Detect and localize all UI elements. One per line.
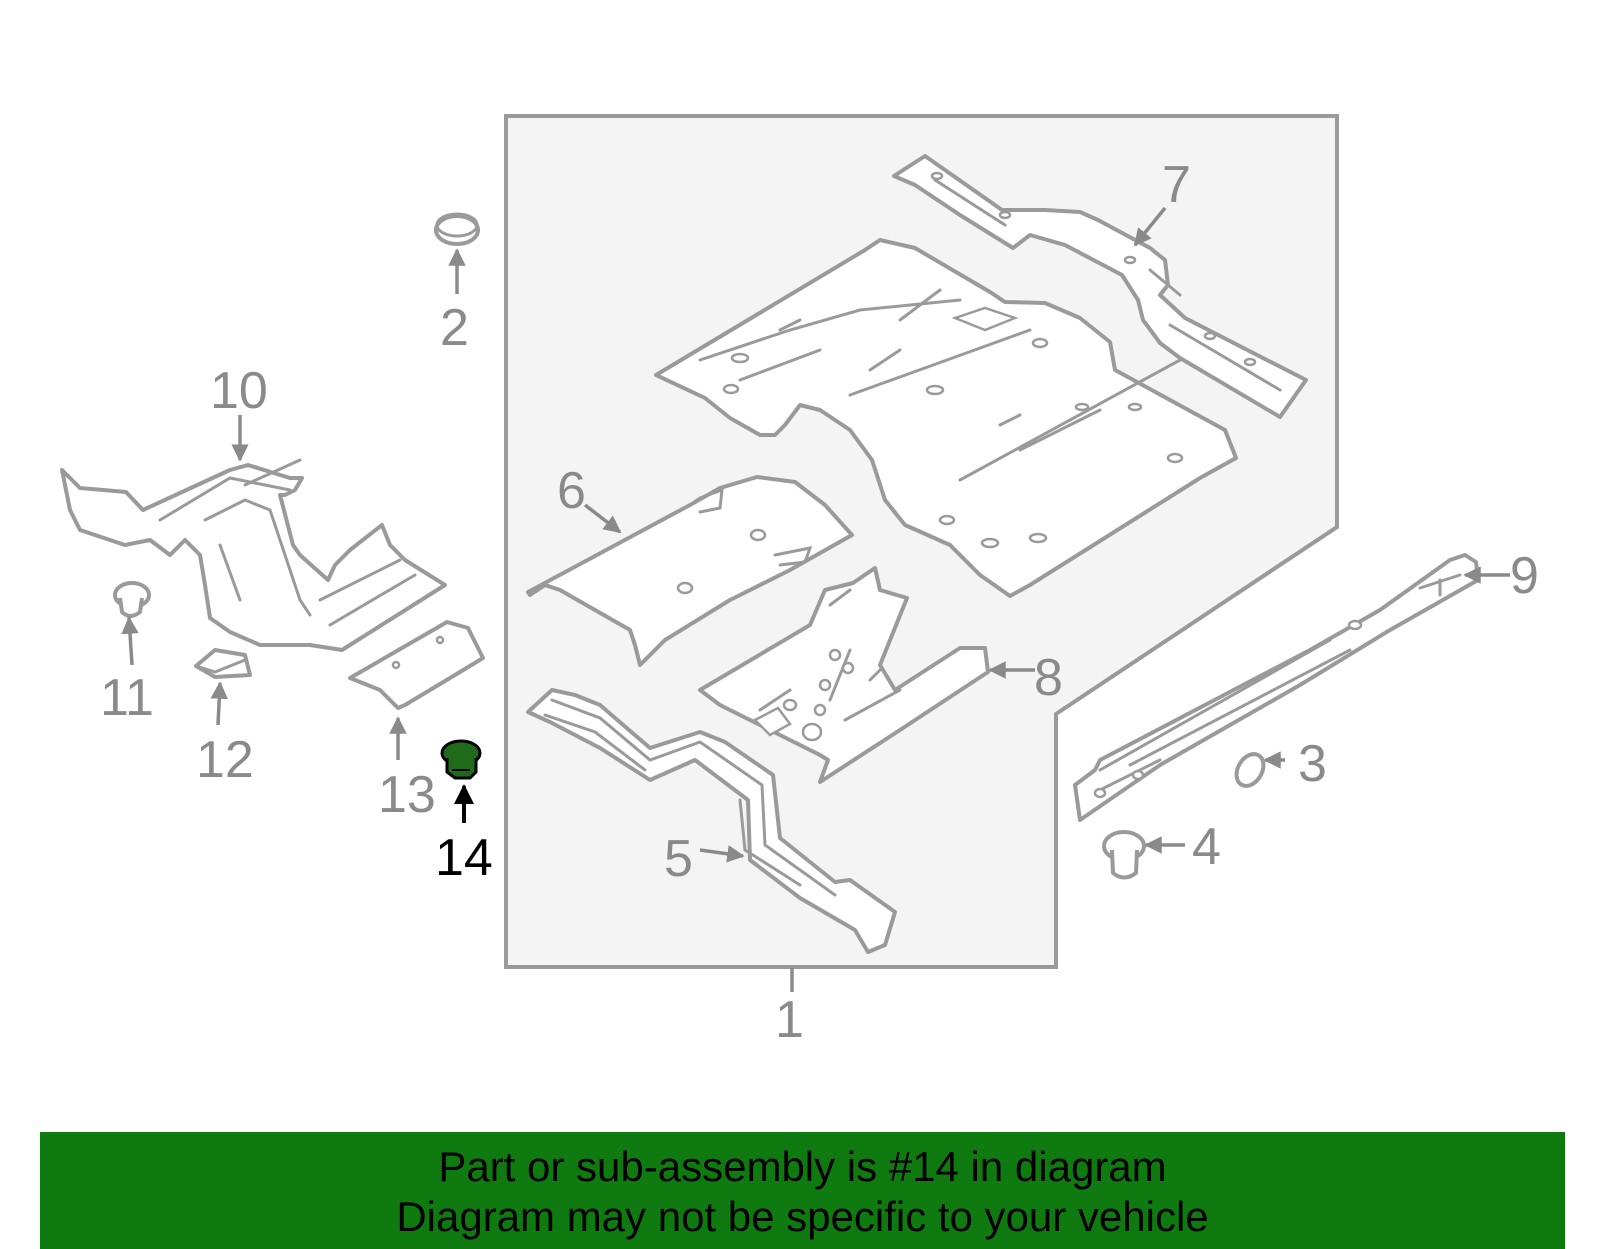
banner-line-1: Part or sub-assembly is #14 in diagram — [438, 1143, 1167, 1190]
callout-3: 3 — [1298, 735, 1327, 793]
part-14-nut[interactable] — [440, 739, 482, 780]
callout-6: 6 — [557, 462, 586, 520]
callout-14: 14 — [435, 829, 493, 887]
callout-2: 2 — [440, 299, 469, 357]
part-8-bracket[interactable] — [698, 566, 990, 784]
callout-11: 11 — [100, 669, 154, 727]
callout-9: 9 — [1510, 547, 1539, 605]
callout-8: 8 — [1034, 649, 1063, 707]
part-9-sill[interactable] — [1073, 553, 1480, 822]
banner-line-2: Diagram may not be specific to your vehi… — [396, 1193, 1209, 1240]
callout-1: 1 — [775, 991, 804, 1049]
part-7-rail[interactable] — [892, 154, 1308, 419]
part-4-clip[interactable] — [1102, 830, 1146, 880]
callout-4: 4 — [1192, 818, 1221, 876]
part-11-bolt[interactable] — [113, 581, 151, 618]
part-3-grommet[interactable] — [1231, 749, 1269, 790]
callout-5: 5 — [664, 830, 693, 888]
callout-labels: 1 2 3 4 5 6 7 8 9 10 11 12 13 14 — [100, 156, 1539, 1049]
part-5-rail[interactable] — [526, 688, 897, 954]
callout-12: 12 — [196, 731, 254, 789]
callout-10: 10 — [210, 362, 268, 420]
part-6-floor-panel[interactable] — [526, 475, 854, 667]
part-2-plug[interactable] — [434, 212, 480, 246]
part-10-crossmember[interactable] — [60, 458, 447, 652]
part-12-bracket[interactable] — [194, 648, 252, 679]
leader-lines — [121, 206, 1510, 992]
part-13-plate[interactable] — [348, 620, 485, 710]
callout-13: 13 — [378, 766, 436, 824]
callout-7: 7 — [1162, 156, 1191, 214]
part-1-floor-pan[interactable] — [654, 238, 1238, 598]
info-banner: Part or sub-assembly is #14 in diagram D… — [40, 1132, 1565, 1249]
